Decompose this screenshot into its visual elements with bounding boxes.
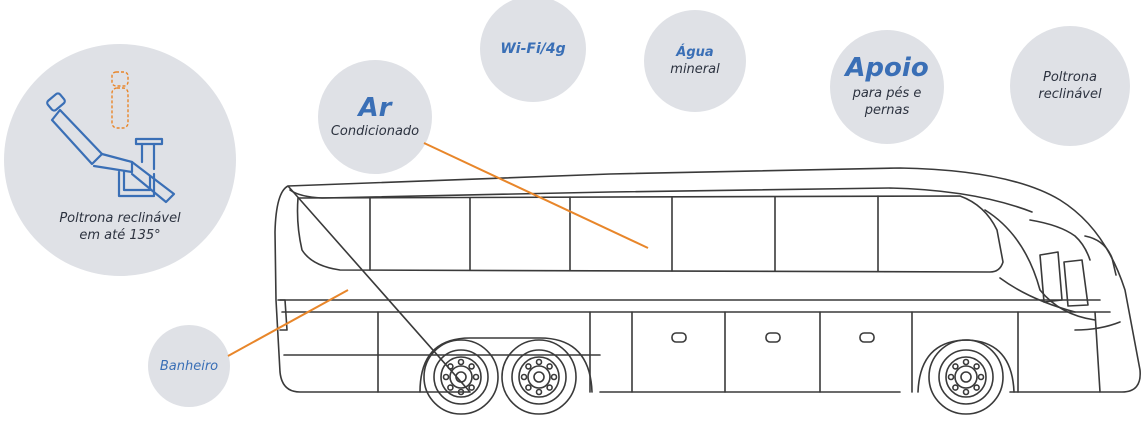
air-subtitle: Condicionado [330, 123, 420, 139]
water-title: Água [676, 45, 714, 60]
footrest-bubble: Apoio para pés e pernas [830, 30, 944, 144]
side-windows [296, 195, 1004, 273]
recliner-135-line1: Poltrona reclinável [59, 211, 181, 226]
support-line2: pernas [864, 103, 910, 118]
water-bubble: Água mineral [644, 10, 746, 112]
bus-body-outline [274, 167, 1141, 393]
support-title: Apoio [845, 53, 929, 83]
reclining-seat-icon [46, 71, 176, 204]
recliner-135-bubble: Poltrona reclinável em até 135° [4, 44, 236, 276]
support-line1: para pés e [852, 86, 922, 101]
air-title: Ar [358, 92, 392, 123]
recliner-line2: reclinável [1038, 87, 1102, 102]
recliner-bubble: Poltrona reclinável [1010, 26, 1130, 146]
wifi-label: Wi-Fi/4g [500, 40, 566, 57]
windshield [984, 209, 1096, 321]
recliner-line1: Poltrona [1042, 70, 1097, 85]
recliner-135-line2: em até 135° [79, 228, 161, 243]
wheels [423, 339, 1004, 415]
air-conditioning-bubble: Ar Condicionado [318, 60, 432, 174]
water-subtitle: mineral [670, 62, 720, 77]
wifi-bubble: Wi-Fi/4g [480, 0, 586, 102]
bathroom-bubble: Banheiro [148, 325, 230, 407]
bathroom-label: Banheiro [159, 358, 219, 374]
